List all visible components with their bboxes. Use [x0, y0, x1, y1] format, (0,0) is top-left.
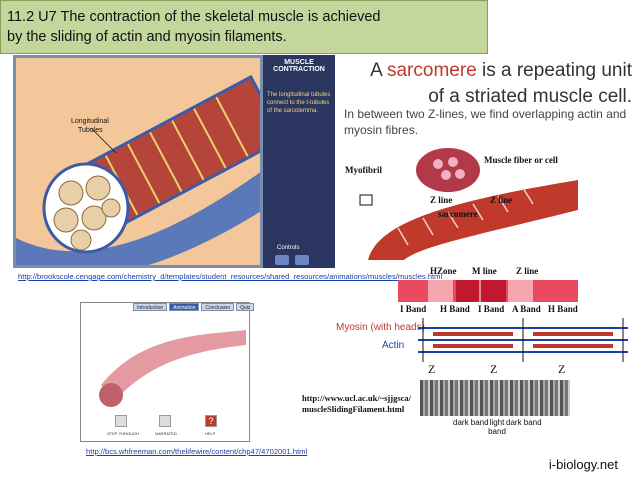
credit: i-biology.net	[548, 457, 618, 472]
z-mark-2: Z	[490, 362, 498, 376]
brookscole-link[interactable]: http://brookscole.cengage.com/chemistry_…	[18, 272, 443, 281]
muscle-fiber-illustration	[16, 74, 260, 265]
title-line-1: 11.2 U7 The contraction of the skeletal …	[7, 9, 381, 25]
i-band-label-2: I Band	[478, 304, 505, 314]
inset-fiber-illustration	[99, 330, 246, 407]
muscle-animation-panel[interactable]: Longitudinal Tubules MUSCLE CONTRACTION …	[13, 55, 335, 268]
h-zone-label: HZone	[430, 266, 457, 276]
help-label: HELP	[205, 431, 216, 436]
help-button[interactable]: ?	[205, 415, 217, 427]
light-band-label: light band	[488, 418, 506, 436]
sarcomere-subtext: In between two Z-lines, we find overlapp…	[344, 107, 627, 137]
narrated-button[interactable]	[159, 415, 171, 427]
a-band-label: A Band	[512, 304, 541, 314]
i-band-label-1: I Band	[400, 304, 427, 314]
previous-button[interactable]	[275, 255, 289, 265]
tubules-label: Tubules	[78, 127, 103, 134]
muscle-fiber-label: Muscle fiber or cell	[484, 155, 558, 165]
electron-micrograph	[420, 380, 570, 416]
z-line-label-1: Z line	[430, 195, 453, 205]
tab-conclusion[interactable]: Conclusion	[201, 303, 235, 311]
whfreeman-link[interactable]: http://bcs.whfreeman.com/thelifewire/con…	[86, 447, 308, 456]
z-mark-1: Z	[428, 362, 436, 376]
z-line-label-2: Z line	[490, 195, 513, 205]
myosin-label: Myosin (with heads)	[336, 322, 425, 333]
animation-frame: Longitudinal Tubules	[13, 55, 263, 268]
dark-band-label-2: dark band	[506, 418, 542, 427]
title-line-2: by the sliding of actin and myosin filam…	[7, 29, 287, 45]
controls-label: Controls	[277, 245, 300, 251]
h-band-label-1: H Band	[440, 304, 470, 314]
band-strip	[398, 280, 578, 302]
sliding-filament-diagram	[418, 318, 628, 362]
title-box: 11.2 U7 The contraction of the skeletal …	[0, 0, 488, 54]
actin-label: Actin	[382, 340, 405, 351]
next-button[interactable]	[295, 255, 309, 265]
inset-tabs: Introduction Animation Conclusion Quiz	[133, 303, 255, 311]
myofibril-diagram	[359, 148, 578, 260]
dark-band-label-1: dark band	[453, 418, 489, 427]
muscle-contraction-header: MUSCLE CONTRACTION	[273, 59, 325, 73]
animation-sidebar: MUSCLE CONTRACTION The longitudinal tubu…	[263, 55, 335, 268]
tab-animation[interactable]: Animation	[169, 303, 200, 311]
myofibril-label: Myofibril	[345, 165, 382, 175]
z-mark-3: Z	[558, 362, 566, 376]
z-line-label-3: Z line	[516, 266, 539, 276]
step-through-button[interactable]	[115, 415, 127, 427]
step-through-label: STEP-THROUGH	[107, 431, 139, 436]
animation-side-text: The longitudinal tubules connect to the …	[267, 92, 331, 114]
sarcomere-headline: A sarcomere is a repeating unit of a str…	[370, 60, 632, 107]
lifewire-animation-inset[interactable]: Introduction Animation Conclusion Quiz ?…	[80, 302, 255, 442]
ucl-url[interactable]: http://www.ucl.ac.uk/~sjjgsca/ muscleSli…	[302, 393, 412, 414]
m-line-label: M line	[472, 266, 497, 276]
narrated-label: NARRATED	[155, 431, 177, 436]
tab-introduction[interactable]: Introduction	[133, 303, 168, 311]
longitudinal-label: Longitudinal	[71, 118, 109, 125]
sarcomere-label: sarcomere	[438, 209, 478, 219]
h-band-label-2: H Band	[548, 304, 578, 314]
tab-quiz[interactable]: Quiz	[236, 303, 255, 311]
